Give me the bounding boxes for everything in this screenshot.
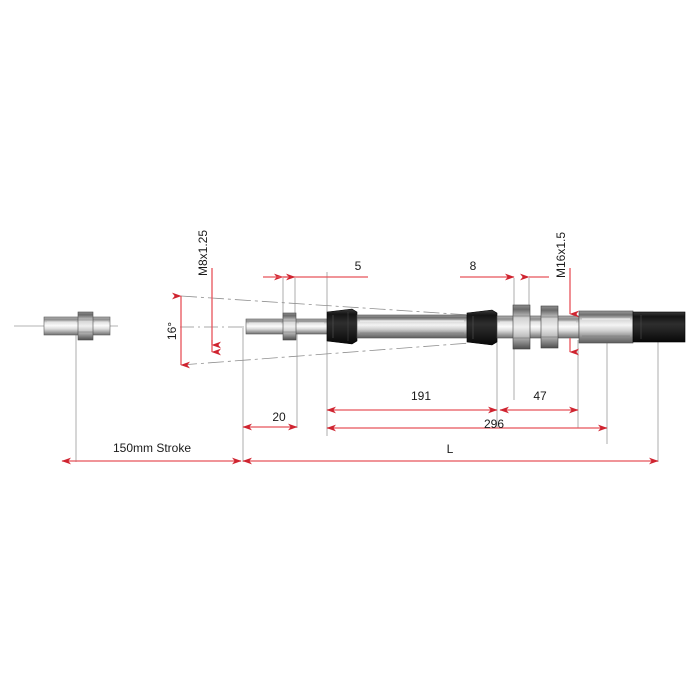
actuator-assembly: [245, 304, 686, 350]
dim-label-8: 8: [470, 259, 477, 273]
dim-label-5: 5: [355, 259, 362, 273]
rear-housing: [578, 310, 634, 344]
rod-lock-nut: [282, 312, 297, 341]
body-transition-collar: [466, 309, 498, 346]
swivel-cone-lines: [180, 295, 471, 366]
rod-seal-collar: [326, 308, 358, 345]
mounting-nut-front: [512, 304, 531, 350]
dim-label-296: 296: [484, 417, 504, 431]
dim-label-47: 47: [533, 389, 547, 403]
dim-label-L: L: [447, 442, 454, 456]
mounting-nut-rear: [540, 305, 559, 349]
dim-label-body-thread: M16x1.5: [554, 232, 568, 278]
dim-label-rod-thread: M8x1.25: [196, 230, 210, 276]
dim-label-angle: 16°: [165, 322, 179, 340]
rear-cap: [632, 311, 686, 343]
body-tube: [356, 314, 468, 339]
dim-label-20: 20: [272, 410, 286, 424]
dim-label-stroke: 150mm Stroke: [113, 441, 191, 455]
threaded-nose: [496, 315, 580, 339]
extension-lines: [75, 272, 659, 462]
detached-rod-end: [14, 311, 118, 341]
dim-label-191: 191: [411, 389, 431, 403]
